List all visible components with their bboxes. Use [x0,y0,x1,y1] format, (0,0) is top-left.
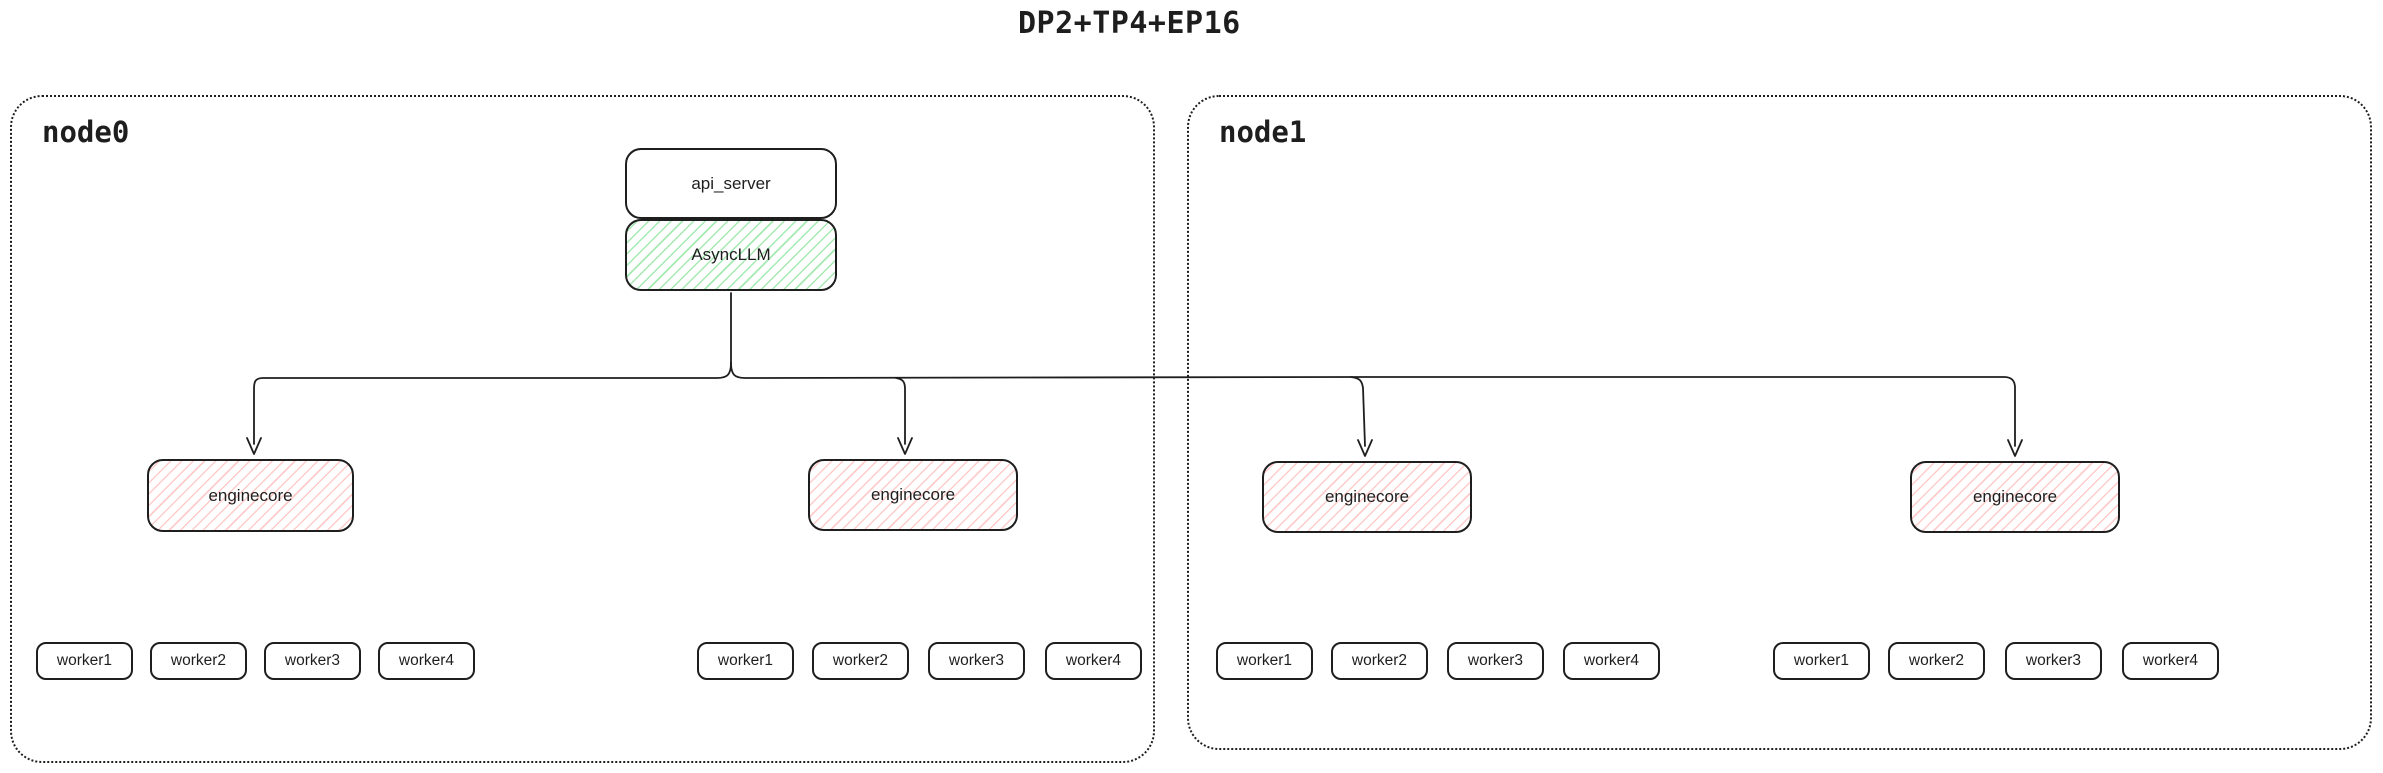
worker-label: worker4 [1065,652,1122,669]
diagram-title: DP2+TP4+EP16 [1018,6,1241,41]
worker-box: worker2 [1888,642,1985,680]
worker-box: worker4 [378,642,475,680]
worker-label: worker1 [717,652,774,669]
node1-label: node1 [1219,115,1307,149]
worker-box: worker1 [36,642,133,680]
worker-box: worker3 [264,642,361,680]
enginecore-box: enginecore [808,459,1018,531]
worker-box: worker2 [812,642,909,680]
enginecore-label: enginecore [208,485,293,505]
worker-label: worker3 [2025,652,2082,669]
worker-label: worker1 [56,652,113,669]
enginecore-box: enginecore [147,459,354,532]
worker-label: worker1 [1236,652,1293,669]
enginecore-label: enginecore [1324,487,1410,506]
worker-box: worker1 [697,642,794,680]
enginecore-box: enginecore [1910,461,2120,533]
worker-box: worker1 [1216,642,1313,680]
worker-box: worker3 [928,642,1025,680]
worker-box: worker2 [1331,642,1428,680]
worker-box: worker1 [1773,642,1870,680]
worker-label: worker2 [1908,652,1965,669]
worker-label: worker4 [2142,652,2199,669]
asyncllm-box: AsyncLLM [625,219,837,291]
worker-box: worker3 [1447,642,1544,680]
node0-label: node0 [42,115,130,149]
worker-label: worker2 [170,652,227,669]
worker-label: worker4 [1583,652,1640,669]
asyncllm-label: AsyncLLM [691,245,771,264]
worker-label: worker1 [1793,652,1850,669]
worker-label: worker3 [948,652,1005,669]
enginecore-label: enginecore [1972,487,2058,506]
worker-label: worker4 [398,652,455,669]
worker-box: worker2 [150,642,247,680]
enginecore-label: enginecore [870,485,956,504]
worker-label: worker3 [284,652,341,669]
worker-label: worker2 [832,652,889,669]
worker-label: worker2 [1351,652,1408,669]
worker-box: worker4 [1045,642,1142,680]
worker-box: worker3 [2005,642,2102,680]
api-server-label: api_server [691,173,771,193]
worker-label: worker3 [1467,652,1524,669]
worker-box: worker4 [1563,642,1660,680]
worker-box: worker4 [2122,642,2219,680]
enginecore-box: enginecore [1262,461,1472,533]
api-server-box: api_server [625,148,837,219]
